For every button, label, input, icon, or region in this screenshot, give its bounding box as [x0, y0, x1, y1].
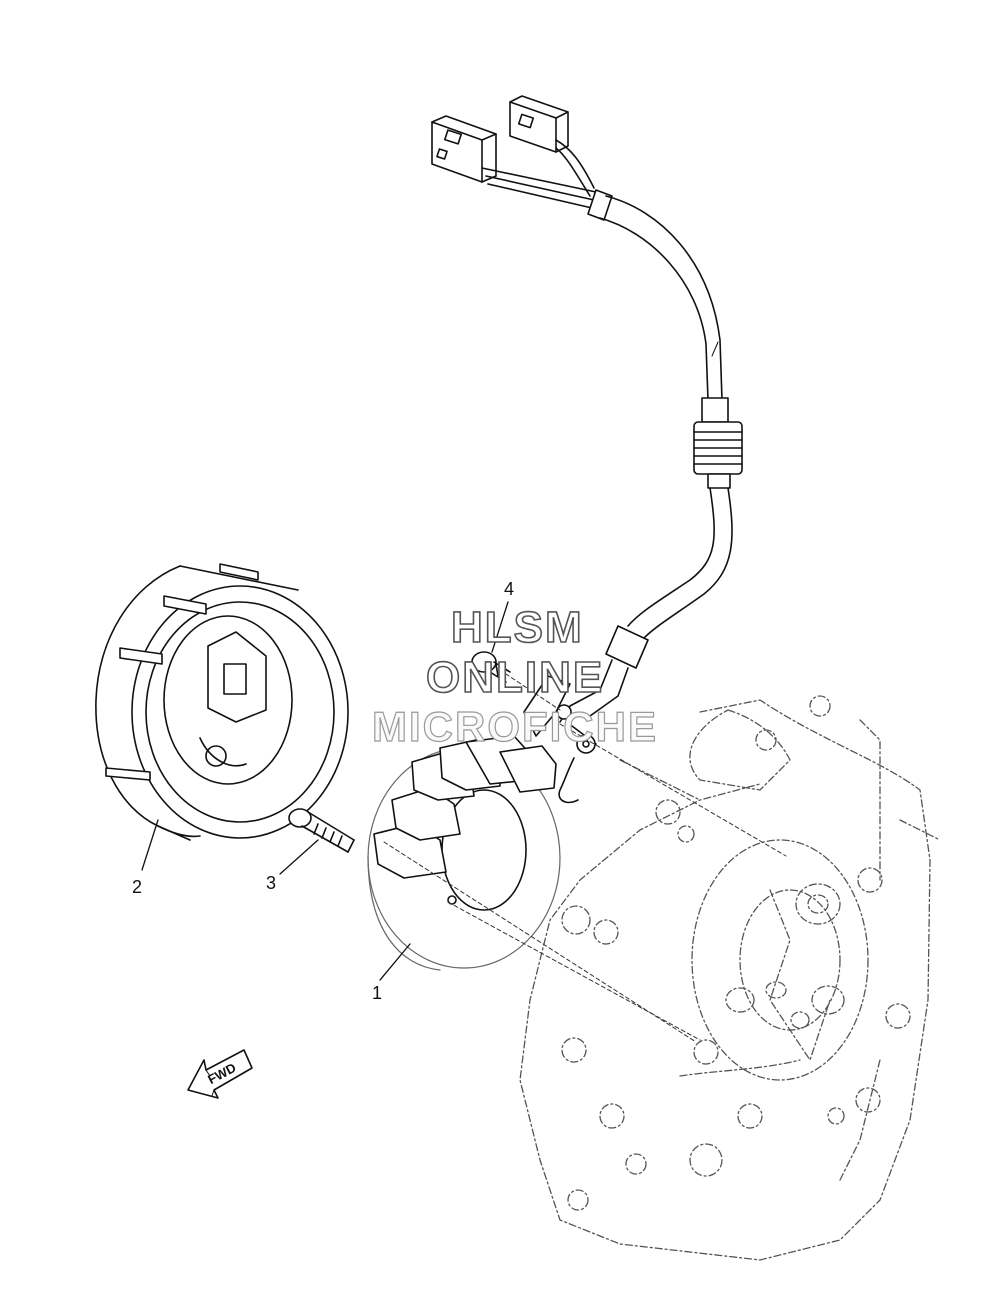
callout-4: 4 — [504, 579, 515, 599]
leader-3 — [279, 839, 319, 875]
grommet — [693, 397, 743, 489]
leader-4 — [491, 601, 509, 653]
callout-2: 2 — [132, 877, 143, 897]
leader-2 — [141, 819, 159, 871]
leader-lines — [141, 601, 509, 981]
flywheel-rotor — [95, 563, 349, 841]
wire-harness — [431, 95, 743, 804]
connector-b — [509, 95, 595, 197]
screw-4 — [471, 651, 511, 683]
fwd-arrow — [187, 1049, 253, 1099]
watermark-line-2: ONLINE — [425, 653, 605, 702]
watermark-line-3: MICROFICHE — [371, 703, 658, 750]
stator-coil — [367, 735, 561, 971]
connector-a — [431, 115, 597, 209]
bolt-3 — [288, 808, 355, 853]
callout-1: 1 — [372, 983, 383, 1003]
crankcase-phantom — [519, 695, 941, 1261]
watermark-line-1: HLSM — [450, 603, 584, 652]
callout-3: 3 — [266, 873, 277, 893]
leader-1 — [379, 943, 411, 981]
alignment-lines — [383, 665, 787, 1043]
